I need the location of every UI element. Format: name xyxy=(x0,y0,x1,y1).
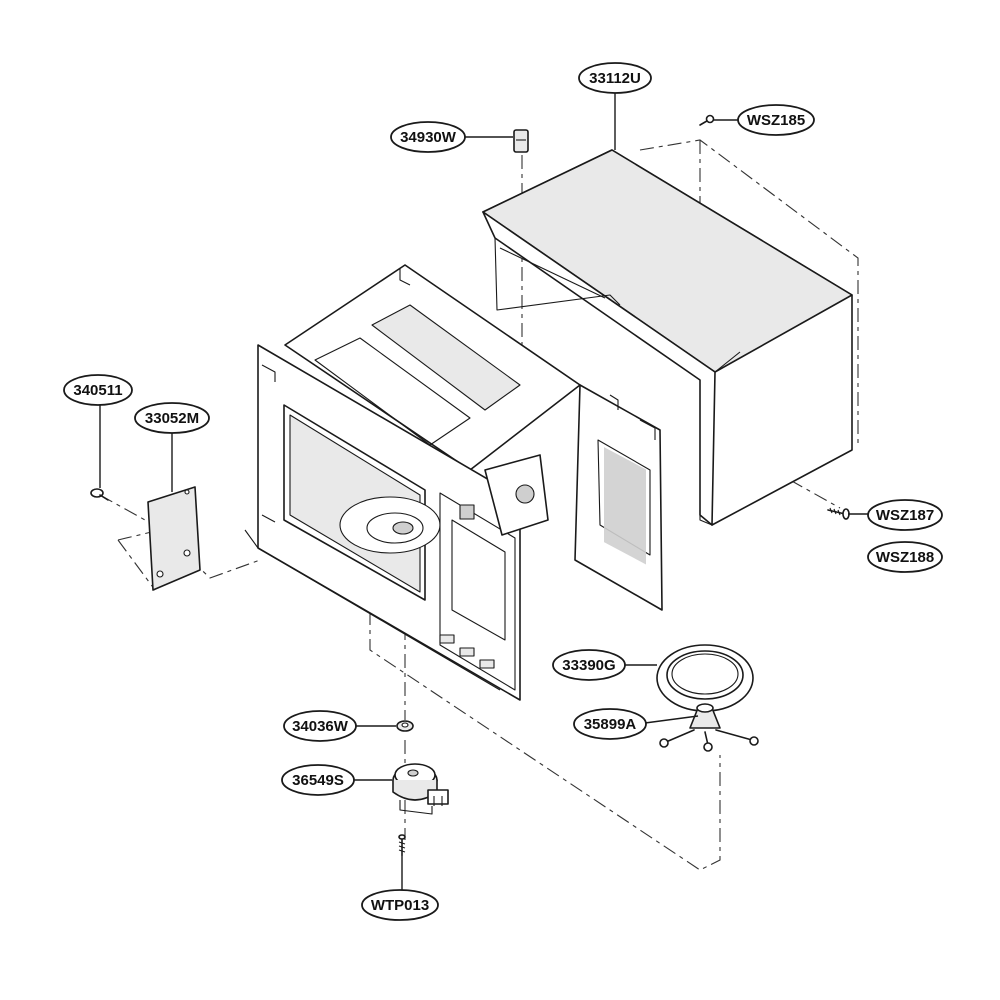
cover-plate-part[interactable] xyxy=(147,486,201,591)
coupler-part[interactable] xyxy=(396,720,414,732)
screw-bottom-part[interactable] xyxy=(398,834,406,856)
callout-33052M: 33052M xyxy=(134,402,210,434)
callout-label: 33390G xyxy=(562,657,615,674)
callout-label: 34930W xyxy=(400,129,457,146)
switch-part[interactable] xyxy=(513,129,529,153)
callout-label: WSZ185 xyxy=(747,112,805,129)
callout-35899A: 35899A xyxy=(573,708,647,740)
callout-WSZ185: WSZ185 xyxy=(737,104,815,136)
callout-label: 33052M xyxy=(145,410,199,427)
motor-part[interactable] xyxy=(392,763,449,815)
callout-WSZ188: WSZ188 xyxy=(867,541,943,573)
callout-WSZ187: WSZ187 xyxy=(867,499,943,531)
callout-34930W: 34930W xyxy=(390,121,466,153)
callout-label: 33112U xyxy=(589,70,641,87)
callout-label: WSZ187 xyxy=(876,507,934,524)
roller-guide-part[interactable] xyxy=(659,703,759,752)
callout-340511: 340511 xyxy=(63,374,133,406)
outer-case[interactable] xyxy=(482,149,853,526)
callout-label: WTP013 xyxy=(371,897,429,914)
callout-33112U: 33112U xyxy=(578,62,652,94)
callout-33390G: 33390G xyxy=(552,649,626,681)
vent-grille xyxy=(604,447,646,565)
screw-top-part[interactable] xyxy=(699,114,715,126)
callout-label: 34036W xyxy=(292,718,349,735)
callout-label: WSZ188 xyxy=(876,549,934,566)
callout-label: 340511 xyxy=(73,382,122,399)
callout-34036W: 34036W xyxy=(283,710,357,742)
callout-WTP013: WTP013 xyxy=(361,889,439,921)
callout-36549S: 36549S xyxy=(281,764,355,796)
glass-tray-part[interactable] xyxy=(656,644,754,712)
callout-label: 35899A xyxy=(584,716,637,733)
oven-cavity[interactable] xyxy=(244,264,663,701)
screw-rear-part[interactable] xyxy=(827,507,850,520)
leader-lines xyxy=(99,93,868,890)
screw-side-part[interactable] xyxy=(90,488,109,501)
callout-label: 36549S xyxy=(292,772,344,789)
